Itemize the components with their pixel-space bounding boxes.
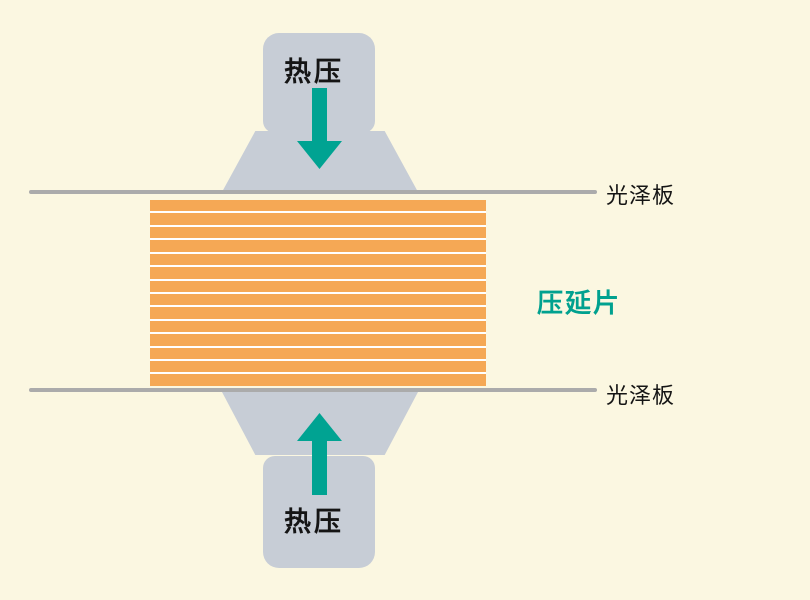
calendered-stack xyxy=(150,200,486,386)
calendered-sheet-layer xyxy=(150,226,486,239)
calendered-sheet-layer xyxy=(150,374,486,386)
calendered-sheet-layer xyxy=(150,253,486,266)
bottom-press-label: 热压 xyxy=(284,507,344,538)
calendered-sheet-layer xyxy=(150,213,486,225)
calendered-sheet-layer xyxy=(150,307,486,319)
calendered-sheet-layer xyxy=(150,267,486,279)
calendered-sheet-layer xyxy=(150,293,486,306)
calendered-sheet-layer xyxy=(150,334,486,346)
top-press-label: 热压 xyxy=(284,57,344,88)
bottom-gloss-plate-label: 光泽板 xyxy=(606,384,676,409)
top-gloss-plate xyxy=(29,190,597,194)
bottom-gloss-plate xyxy=(29,388,597,392)
calendered-sheet-layer xyxy=(150,361,486,373)
calendered-sheet-layer xyxy=(150,280,486,292)
top-gloss-plate-label: 光泽板 xyxy=(606,184,676,209)
calendered-stack-label: 压延片 xyxy=(537,289,622,319)
calendered-sheet-layer xyxy=(150,320,486,333)
calendered-sheet-layer xyxy=(150,347,486,360)
down-arrow-icon xyxy=(312,88,327,143)
up-arrow-icon xyxy=(312,439,327,495)
calendered-sheet-layer xyxy=(150,200,486,212)
calendered-sheet-layer xyxy=(150,240,486,252)
